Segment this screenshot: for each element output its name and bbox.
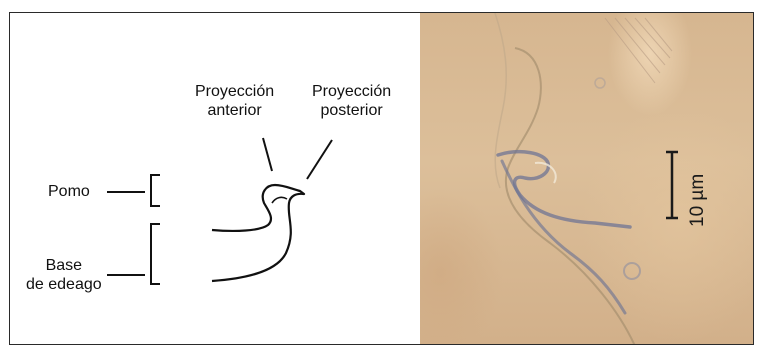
pointer-line-posterior [307, 140, 332, 179]
micrograph-aedeagus-upper [498, 152, 630, 227]
label-anterior-line2: anterior [195, 101, 274, 120]
pointer-line-anterior [263, 138, 272, 171]
bracket-base [151, 224, 160, 284]
label-posterior-line1: Proyección [312, 82, 391, 101]
label-posterior-projection: Proyección posterior [312, 82, 391, 120]
scale-bar-label: 10 µm [687, 174, 709, 227]
label-base-line2: de edeago [26, 275, 102, 294]
label-posterior-line2: posterior [312, 101, 391, 120]
label-base-line1: Base [26, 256, 102, 275]
diagram-svg [10, 13, 420, 345]
aedeagus-inner-curve [272, 197, 287, 203]
micrograph-aedeagus-lower [502, 161, 625, 313]
label-pomo: Pomo [48, 182, 90, 201]
label-anterior-projection: Proyección anterior [195, 82, 274, 120]
micrograph-striations [605, 18, 672, 83]
micrograph-vesicle-small [595, 78, 605, 88]
aedeagus-outline [212, 185, 304, 281]
micrograph-panel: 10 µm [420, 13, 754, 344]
label-anterior-line1: Proyección [195, 82, 274, 101]
figure-frame: Proyección anterior Proyección posterior… [9, 12, 754, 345]
bracket-pomo [151, 175, 160, 206]
micrograph-tissue-fold [495, 13, 506, 188]
micrograph-vesicle [624, 263, 640, 279]
diagram-panel: Proyección anterior Proyección posterior… [10, 13, 420, 344]
label-base-edeago: Base de edeago [26, 256, 102, 294]
